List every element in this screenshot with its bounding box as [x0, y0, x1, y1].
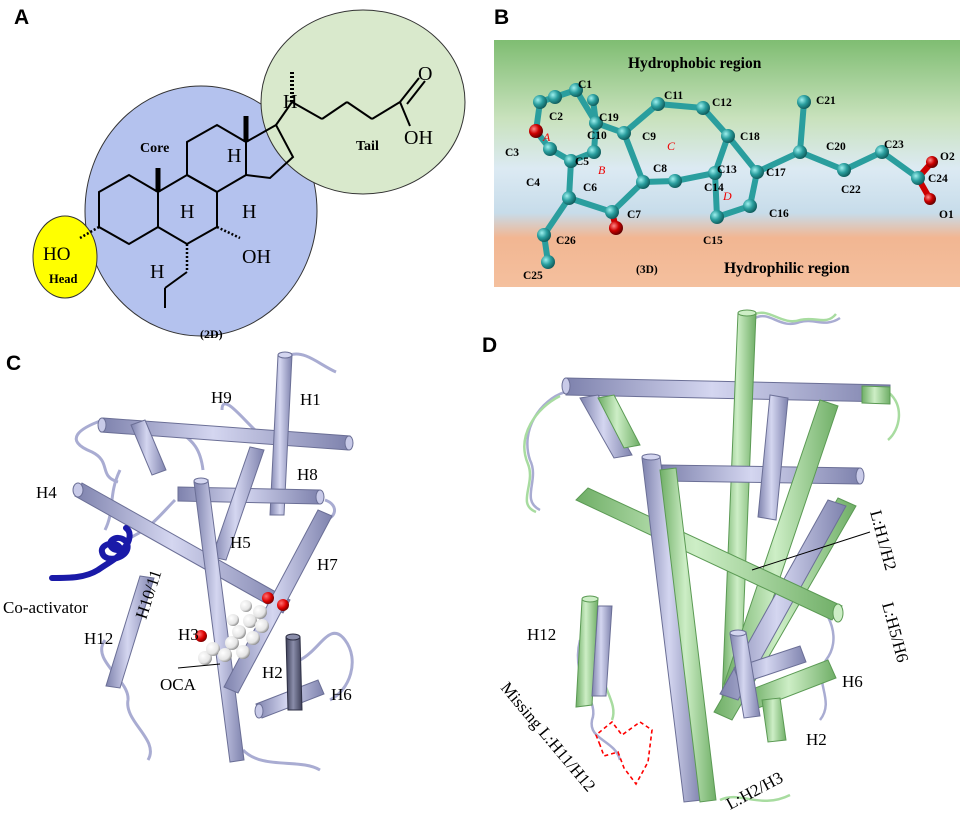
- atom-label-c6: C6: [583, 182, 597, 194]
- atom-label-c3: C3: [505, 147, 519, 159]
- helix-d-h3-green: [659, 467, 717, 803]
- ring-label-d: D: [722, 189, 732, 203]
- atom-label-c23: C23: [884, 139, 904, 151]
- head-ho-label: HO: [43, 244, 70, 265]
- core-h-label-1: H: [227, 145, 241, 167]
- ligand-label: OCA: [160, 675, 197, 694]
- core-oh-label: OH: [242, 246, 271, 268]
- panel-a-letter: A: [14, 6, 29, 29]
- helix-h12: [105, 575, 155, 689]
- helix-d-h2-green: [761, 697, 787, 743]
- helices-d: [561, 309, 891, 803]
- helix-label-h8: H8: [297, 465, 318, 484]
- atom-label-c7: C7: [627, 209, 641, 221]
- helices-c: [72, 351, 354, 763]
- label-lh5h6: L:H5/H6: [878, 600, 912, 664]
- atom-label-c19: C19: [599, 112, 619, 124]
- atom-label-c10: C10: [587, 130, 607, 142]
- tail-label: Tail: [356, 139, 379, 154]
- atom-label-c16: C16: [769, 208, 789, 220]
- panel-c-letter: C: [6, 352, 21, 375]
- atom-label-c9: C9: [642, 131, 656, 143]
- panel-a-caption: (2D): [200, 327, 223, 341]
- atom-label-o2: O2: [940, 151, 955, 163]
- helix-d-h8: [661, 464, 861, 485]
- steroid-skeleton: [79, 70, 426, 308]
- atom-label-o1: O1: [939, 209, 954, 221]
- helix-short-c: [130, 419, 167, 476]
- atom-label-c5: C5: [575, 156, 589, 168]
- label-d-h2: H2: [806, 730, 827, 749]
- panel-d: D: [482, 309, 912, 814]
- coactivator-label: Co-activator: [3, 598, 88, 617]
- atom-label-c20: C20: [826, 141, 846, 153]
- label-d-h12: H12: [527, 625, 556, 644]
- helix-label-h9: H9: [211, 388, 232, 407]
- hydrophobic-label: Hydrophobic region: [628, 55, 762, 72]
- panel-b-letter: B: [494, 6, 509, 29]
- tail-region: [260, 9, 466, 195]
- lh1h2-pointer: [751, 531, 871, 571]
- atom-label-c25: C25: [523, 270, 543, 282]
- panel-c: C: [3, 351, 354, 772]
- helix-label-h12: H12: [84, 629, 113, 648]
- atom-label-c1: C1: [578, 79, 592, 91]
- helix-label-h6: H6: [331, 685, 352, 704]
- coactivator: [49, 525, 133, 581]
- atom-label-c11: C11: [664, 90, 683, 102]
- atom-labels: C1 C2 C3 C4 C5 C6 C7 C8 C9 C10 C11 C12 C…: [505, 79, 955, 282]
- helix-h2: [285, 636, 303, 711]
- helix-label-h7: H7: [317, 555, 338, 574]
- core-h-label-2: H: [180, 201, 194, 223]
- acid-o-label: O: [418, 63, 432, 85]
- panel-d-letter: D: [482, 334, 497, 357]
- core-h-label-3: H: [242, 201, 256, 223]
- panel-a: A H H H H H: [14, 6, 466, 341]
- core-label: Core: [140, 141, 169, 156]
- atom-label-c17: C17: [766, 167, 786, 179]
- atom-label-c13: C13: [717, 164, 737, 176]
- atom-label-c12: C12: [712, 97, 732, 109]
- atom-label-c24: C24: [928, 173, 948, 185]
- label-lh2h3: L:H2/H3: [723, 768, 786, 814]
- panel-b: B Hydrophobic region Hydrophilic region …: [494, 6, 960, 287]
- label-lh1h2: L:H1/H2: [866, 508, 900, 572]
- ring-label-a: A: [542, 130, 551, 144]
- missing-loop: [595, 720, 653, 786]
- core-region: [84, 85, 318, 337]
- helix-label-h4: H4: [36, 483, 57, 502]
- core-h-label-4: H: [150, 261, 164, 283]
- molecule-atoms: [529, 83, 938, 269]
- acid-oh-label: OH: [404, 127, 433, 149]
- atom-label-c22: C22: [841, 184, 861, 196]
- atom-label-c15: C15: [703, 235, 723, 247]
- atom-label-c21: C21: [816, 95, 836, 107]
- head-label: Head: [49, 272, 78, 286]
- atom-label-c18: C18: [740, 131, 760, 143]
- ring-label-b: B: [598, 163, 606, 177]
- helix-label-h2: H2: [262, 663, 283, 682]
- atom-label-c8: C8: [653, 163, 667, 175]
- helix-label-h3: H3: [178, 625, 199, 644]
- helix-d-short-purple: [579, 394, 633, 459]
- helix-d-h12-purple: [591, 605, 613, 697]
- helix-label-h1: H1: [300, 390, 321, 409]
- atom-label-c14: C14: [704, 182, 724, 194]
- atom-label-c26: C26: [556, 235, 576, 247]
- atom-label-c2: C2: [549, 111, 563, 123]
- hydrophilic-label: Hydrophilic region: [724, 260, 850, 277]
- helix-label-h5: H5: [230, 533, 251, 552]
- atom-label-c4: C4: [526, 177, 540, 189]
- helix-d-h4-green: [575, 487, 843, 621]
- oca-pointer: [177, 663, 221, 669]
- tail-h-label: H: [283, 91, 297, 113]
- helix-h5-upper: [211, 446, 265, 561]
- ring-label-c: C: [667, 139, 676, 153]
- helix-d-h1-purple: [757, 394, 789, 521]
- label-d-h6: H6: [842, 672, 863, 691]
- panel-b-caption: (3D): [636, 264, 658, 276]
- ocaligand: [195, 592, 289, 665]
